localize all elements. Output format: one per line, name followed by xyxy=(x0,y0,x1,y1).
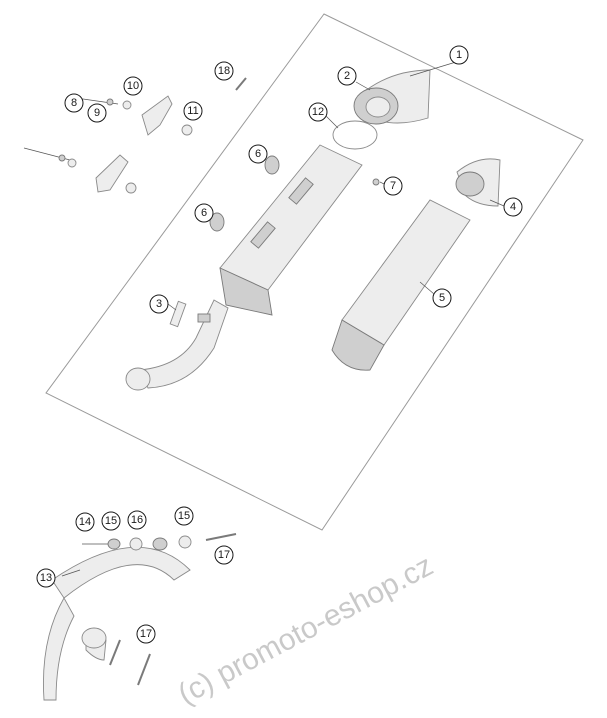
callout-15-left: 15 xyxy=(101,511,121,531)
svg-text:2: 2 xyxy=(344,70,350,82)
callout-15-right: 15 xyxy=(174,506,194,526)
mount-bracket-upper xyxy=(75,95,193,136)
callout-3: 3 xyxy=(149,294,169,314)
grommet-lower xyxy=(209,212,225,232)
callout-17-top: 17 xyxy=(214,545,234,565)
svg-text:8: 8 xyxy=(71,97,77,109)
silencer-shell xyxy=(331,199,471,371)
svg-text:12: 12 xyxy=(312,106,324,118)
assembly-frame xyxy=(45,13,584,531)
callout-13: 13 xyxy=(36,568,56,588)
svg-text:1: 1 xyxy=(456,49,462,61)
callout-4: 4 xyxy=(503,197,523,217)
clamp xyxy=(169,300,187,328)
callout-6-lower: 6 xyxy=(194,203,214,223)
svg-text:7: 7 xyxy=(390,180,396,192)
svg-text:11: 11 xyxy=(187,105,198,117)
spring-17-left xyxy=(109,639,121,666)
grommet-upper xyxy=(264,155,280,175)
watermark: (c) promoto-eshop.cz xyxy=(173,549,439,711)
callout-18: 18 xyxy=(214,61,234,81)
svg-text:6: 6 xyxy=(201,207,207,219)
callout-11: 11 xyxy=(183,101,203,121)
spring-17-right xyxy=(137,653,151,686)
callout-1: 1 xyxy=(449,45,469,65)
seal-ring xyxy=(332,120,378,150)
svg-text:17: 17 xyxy=(218,549,230,561)
svg-text:5: 5 xyxy=(439,292,445,304)
svg-text:13: 13 xyxy=(40,572,52,584)
spring-18 xyxy=(235,77,247,91)
svg-text:3: 3 xyxy=(156,298,162,310)
header-pipe xyxy=(43,546,191,701)
mount-bracket-lower xyxy=(23,147,137,194)
callout-10: 10 xyxy=(123,76,143,96)
fastener-row xyxy=(82,535,192,551)
callout-17-bottom: 17 xyxy=(136,624,156,644)
callout-16: 16 xyxy=(127,510,147,530)
svg-text:6: 6 xyxy=(255,148,261,160)
svg-text:18: 18 xyxy=(218,65,230,77)
silencer-main xyxy=(219,144,363,316)
svg-text:15: 15 xyxy=(105,515,117,527)
svg-text:4: 4 xyxy=(510,201,516,213)
screw-small xyxy=(372,178,380,186)
svg-text:16: 16 xyxy=(131,514,143,526)
svg-text:9: 9 xyxy=(94,107,100,119)
callout-5: 5 xyxy=(432,288,452,308)
callout-6-upper: 6 xyxy=(248,144,268,164)
callout-14: 14 xyxy=(75,512,95,532)
callout-8: 8 xyxy=(64,93,84,113)
callout-9: 9 xyxy=(87,103,107,123)
end-cap-large xyxy=(353,69,431,125)
callout-12: 12 xyxy=(308,102,328,122)
spring-17-top xyxy=(205,533,237,541)
svg-text:10: 10 xyxy=(127,80,139,92)
end-cap-small xyxy=(455,158,501,207)
callout-7: 7 xyxy=(383,176,403,196)
connector-pipe xyxy=(125,299,229,391)
svg-text:15: 15 xyxy=(178,510,190,522)
callout-2: 2 xyxy=(337,66,357,86)
svg-text:14: 14 xyxy=(79,516,91,528)
svg-text:17: 17 xyxy=(140,628,152,640)
